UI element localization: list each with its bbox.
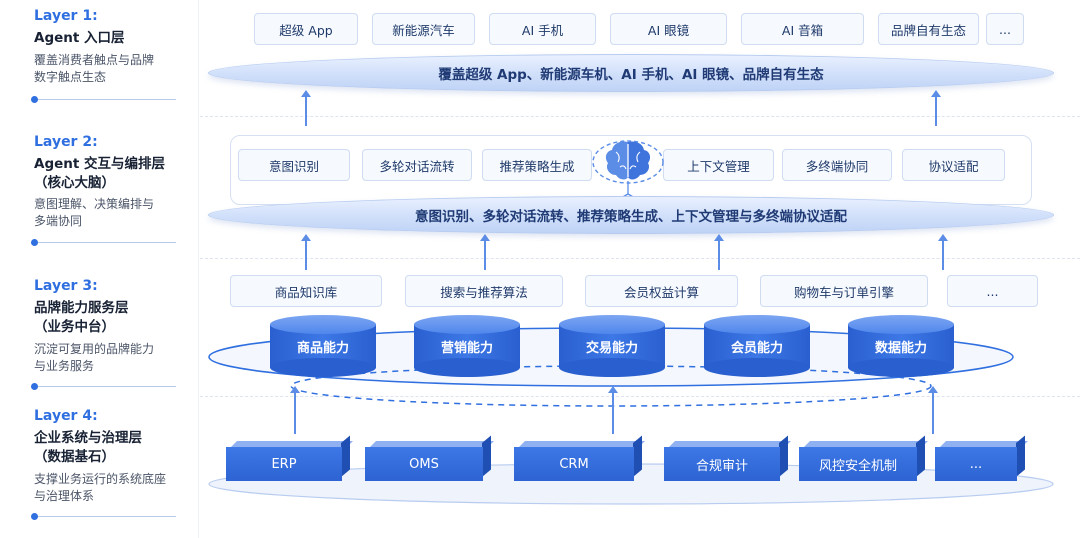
capability-label: 交易能力 (585, 341, 638, 356)
system-block[interactable]: 合规审计 (664, 435, 791, 481)
system-block[interactable]: OMS (365, 435, 494, 481)
layer-name: （业务中台） (34, 319, 115, 335)
function-chip[interactable]: 意图识别 (238, 149, 350, 181)
brain-icon (591, 136, 665, 199)
layer-name: （核心大脑） (34, 175, 115, 191)
capability-cylinder[interactable]: 商品能力 (270, 315, 376, 377)
system-label: ... (935, 447, 1017, 481)
capability-cylinder[interactable]: 交易能力 (559, 315, 665, 377)
layer-tag: Layer 4: (34, 408, 98, 424)
more-chip[interactable]: ... (986, 13, 1024, 45)
service-chip[interactable]: 搜索与推荐算法 (405, 275, 563, 307)
entry-point-chip[interactable]: AI 音箱 (741, 13, 864, 45)
system-label: 风控安全机制 (799, 447, 917, 481)
function-chip[interactable]: 推荐策略生成 (482, 149, 592, 181)
function-chip[interactable]: 多终端协同 (782, 149, 892, 181)
system-block[interactable]: CRM (514, 435, 645, 481)
layer-tag: Layer 1: (34, 8, 98, 24)
layer-divider (31, 513, 176, 520)
row-separator (200, 396, 1080, 397)
layer-name: 品牌能力服务层 (34, 300, 129, 316)
layer-description: 支撑业务运行的系统底座 (34, 472, 167, 486)
capability-cylinder[interactable]: 营销能力 (414, 315, 520, 377)
entry-layer-platform: 覆盖超级 App、新能源车机、AI 手机、AI 眼镜、品牌自有生态 (208, 54, 1054, 92)
function-chip[interactable]: 多轮对话流转 (362, 149, 472, 181)
capability-label: 数据能力 (874, 341, 927, 356)
capability-label: 会员能力 (730, 341, 783, 356)
entry-point-chip[interactable]: AI 眼镜 (610, 13, 727, 45)
up-arrow (928, 386, 938, 434)
layer-description: 意图理解、决策编排与 (34, 197, 155, 211)
column-divider (198, 0, 199, 538)
layer-name: Agent 交互与编排层 (34, 156, 166, 172)
up-arrow (938, 234, 948, 270)
layer-divider (31, 383, 176, 390)
system-label: 合规审计 (664, 447, 780, 481)
layer-name: Agent 入口层 (34, 30, 125, 46)
layer-divider (31, 96, 176, 103)
more-chip[interactable]: ... (947, 275, 1038, 307)
bullet-dot (31, 239, 38, 246)
layer-description: 与业务服务 (34, 359, 95, 373)
entry-point-chip[interactable]: AI 手机 (489, 13, 596, 45)
up-arrow (714, 234, 724, 270)
service-chip[interactable]: 购物车与订单引擎 (760, 275, 928, 307)
layer-tag: Layer 2: (34, 134, 98, 150)
layer-description: 数字触点生态 (34, 70, 107, 84)
system-block[interactable]: 风控安全机制 (799, 435, 928, 481)
layer-tag: Layer 3: (34, 278, 98, 294)
orchestration-layer-platform: 意图识别、多轮对话流转、推荐策略生成、上下文管理与多终端协议适配 (208, 196, 1054, 234)
up-arrow (608, 386, 618, 434)
up-arrow (301, 234, 311, 270)
layer-description: 多端协同 (34, 214, 83, 228)
layer-description: 覆盖消费者触点与品牌 (34, 53, 155, 67)
layer-divider (31, 239, 176, 246)
service-chip[interactable]: 会员权益计算 (585, 275, 738, 307)
entry-point-chip[interactable]: 超级 App (254, 13, 358, 45)
row-separator (200, 116, 1080, 117)
entry-point-chip[interactable]: 新能源汽车 (372, 13, 475, 45)
bullet-dot (31, 383, 38, 390)
up-arrow (301, 90, 311, 126)
service-chip[interactable]: 商品知识库 (230, 275, 382, 307)
capability-label: 商品能力 (296, 341, 349, 356)
layer-name: （数据基石） (34, 449, 115, 465)
system-block[interactable]: ERP (226, 435, 353, 481)
capability-cylinder[interactable]: 数据能力 (848, 315, 954, 377)
up-arrow (290, 386, 300, 434)
capability-cylinder[interactable]: 会员能力 (704, 315, 810, 377)
bullet-dot (31, 513, 38, 520)
system-label: ERP (226, 447, 342, 481)
system-label: CRM (514, 447, 634, 481)
up-arrow (480, 234, 490, 270)
layer-description: 沉淀可复用的品牌能力 (34, 342, 155, 356)
row-separator (200, 258, 1080, 259)
capability-label: 营销能力 (440, 341, 493, 356)
system-label: OMS (365, 447, 483, 481)
function-chip[interactable]: 上下文管理 (663, 149, 774, 181)
layer-description: 与治理体系 (34, 489, 95, 503)
layer-name: 企业系统与治理层 (34, 430, 142, 446)
function-chip[interactable]: 协议适配 (902, 149, 1005, 181)
entry-point-chip[interactable]: 品牌自有生态 (878, 13, 979, 45)
up-arrow (931, 90, 941, 126)
bullet-dot (31, 96, 38, 103)
system-block[interactable]: ... (935, 435, 1028, 481)
